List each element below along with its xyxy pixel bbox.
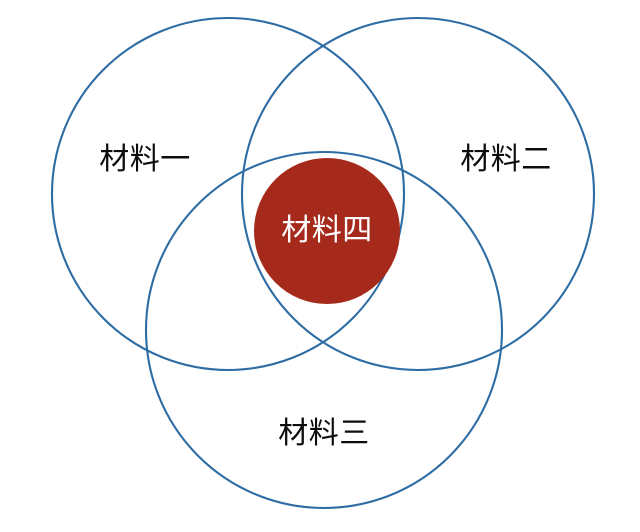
circle-set-four-intersection[interactable] (254, 158, 400, 304)
circle-set-three[interactable] (144, 150, 504, 510)
label-set-one: 材料一 (99, 142, 191, 177)
circle-set-two[interactable] (240, 16, 596, 372)
circle-set-one[interactable] (50, 16, 406, 372)
label-set-four: 材料四 (281, 213, 373, 248)
label-set-three: 材料三 (278, 416, 370, 451)
label-set-two: 材料二 (460, 142, 552, 177)
